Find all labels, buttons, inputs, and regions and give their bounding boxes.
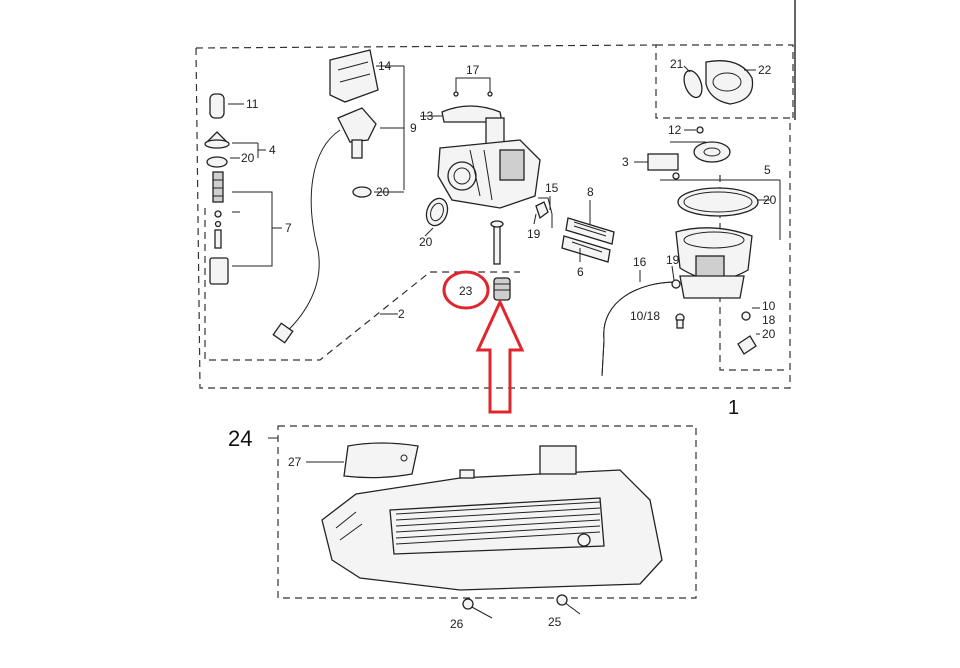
label-part-15: 15 xyxy=(545,181,559,195)
part-25-drawing xyxy=(556,594,581,615)
part-7-drawing xyxy=(209,171,282,285)
highlight-arrow xyxy=(475,298,525,414)
part-20-b-drawing xyxy=(352,186,404,198)
label-part-20-b: 20 xyxy=(376,185,390,199)
label-part-20-e: 20 xyxy=(762,327,776,341)
part-15-drawing xyxy=(538,196,553,228)
label-part-16: 16 xyxy=(633,255,647,269)
label-part-9: 9 xyxy=(410,121,417,135)
label-part-20-d: 20 xyxy=(763,193,777,207)
part-4-drawing xyxy=(204,131,266,168)
air-filter-cover-drawing xyxy=(321,445,663,591)
label-part-23: 23 xyxy=(459,284,473,298)
part-12-drawing xyxy=(684,126,704,134)
part-22-drawing xyxy=(705,60,756,105)
part-20-d-drawing xyxy=(677,187,770,217)
part-21-drawing xyxy=(683,65,703,99)
part-19-b-drawing xyxy=(671,265,681,289)
carburettor-drawing xyxy=(420,105,541,209)
part-16-drawing xyxy=(601,270,677,377)
label-part-11: 11 xyxy=(246,97,259,111)
part-19-a-drawing xyxy=(533,201,549,225)
part-5-drawing xyxy=(660,179,781,240)
label-part-8: 8 xyxy=(587,185,594,199)
label-part-20-c: 20 xyxy=(419,235,433,249)
label-part-5: 5 xyxy=(764,163,771,177)
label-part-3: 3 xyxy=(622,155,629,169)
label-part-10: 10 xyxy=(762,299,776,313)
label-part-2: 2 xyxy=(398,307,405,321)
part-27-drawing xyxy=(306,442,419,479)
part-10-18-drawing xyxy=(675,307,760,329)
part-9-drawing xyxy=(337,107,404,159)
part-3-drawing xyxy=(634,141,731,180)
float-bowl-drawing xyxy=(675,227,753,299)
highlight-circle xyxy=(442,270,490,310)
part-6-drawing xyxy=(561,235,611,263)
label-part-7: 7 xyxy=(285,221,292,235)
label-part-14: 14 xyxy=(378,59,392,73)
part-20-e-drawing xyxy=(737,333,760,355)
label-part-22: 22 xyxy=(758,63,772,77)
label-part-19-b: 19 xyxy=(666,253,680,267)
cable-drawing xyxy=(272,129,398,344)
label-group-24: 24 xyxy=(228,426,252,451)
part-23-drawing xyxy=(490,220,511,301)
part-26-drawing xyxy=(462,598,493,619)
label-part-17: 17 xyxy=(466,63,480,77)
part-17-drawing xyxy=(453,77,493,97)
label-part-27: 27 xyxy=(288,455,302,469)
label-part-4: 4 xyxy=(269,143,276,157)
label-part-21: 21 xyxy=(670,57,684,71)
label-part-12: 12 xyxy=(668,123,682,137)
label-part-18: 18 xyxy=(762,313,776,327)
label-part-6: 6 xyxy=(577,265,584,279)
label-part-26: 26 xyxy=(450,617,464,631)
part-11-drawing xyxy=(209,93,244,119)
label-part-10-18: 10/18 xyxy=(630,309,660,323)
label-part-25: 25 xyxy=(548,615,562,629)
label-part-20-a: 20 xyxy=(241,151,255,165)
cover-assembly-boundary xyxy=(268,425,697,599)
label-group-1: 1 xyxy=(728,397,739,419)
label-part-13: 13 xyxy=(420,109,434,123)
part-8-drawing xyxy=(565,200,615,245)
part-20-c-drawing xyxy=(424,197,449,237)
label-part-19-a: 19 xyxy=(527,227,541,241)
